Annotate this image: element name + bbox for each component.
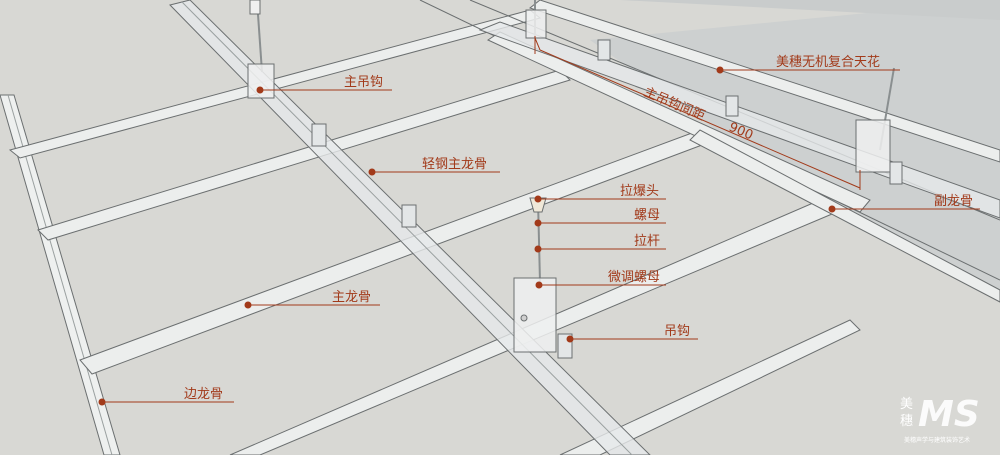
- callout-leaders: [102, 69, 980, 403]
- label-rod: 拉杆: [634, 234, 660, 249]
- hanger-assembly-right: [855, 67, 895, 173]
- keel-connector: [401, 204, 417, 228]
- label-main-keel: 主龙骨: [332, 290, 371, 305]
- panel-edge-shade: [600, 0, 1000, 20]
- keel-connector: [725, 95, 739, 117]
- logo-char-top: 美: [900, 397, 913, 412]
- hanger-assembly-top: [525, 0, 547, 39]
- label-main-hanger-hook: 主吊钩: [344, 75, 383, 90]
- hook-spacing-dimension: [534, 36, 861, 190]
- label-ceiling-product: 美穗无机复合天花: [776, 54, 880, 70]
- label-expansion-bolt: 拉爆头: [620, 184, 659, 199]
- logo-char-bottom: 穗: [900, 414, 913, 429]
- logo-tagline: 美穗声学与建筑装饰艺术: [904, 436, 970, 444]
- keel-connector: [597, 39, 611, 61]
- hanger-assembly-center: [513, 197, 557, 353]
- label-nut: 螺母: [634, 208, 660, 223]
- label-edge-keel: 边龙骨: [184, 387, 223, 402]
- installed-ceiling-panel: [590, 0, 1000, 295]
- label-sub-keel: 副龙骨: [934, 194, 973, 209]
- logo-mark: MS: [918, 394, 980, 435]
- label-light-steel-main-keel: 轻钢主龙骨: [422, 157, 487, 172]
- callout-dots: [98, 66, 836, 406]
- label-adjust-nut: 微调螺母: [608, 270, 660, 285]
- keel-connector: [889, 161, 903, 185]
- keel-connector: [311, 123, 327, 147]
- brand-logo: 美 穗 MS 美穗声学与建筑装饰艺术: [900, 394, 980, 444]
- label-hanger: 吊钩: [664, 324, 690, 339]
